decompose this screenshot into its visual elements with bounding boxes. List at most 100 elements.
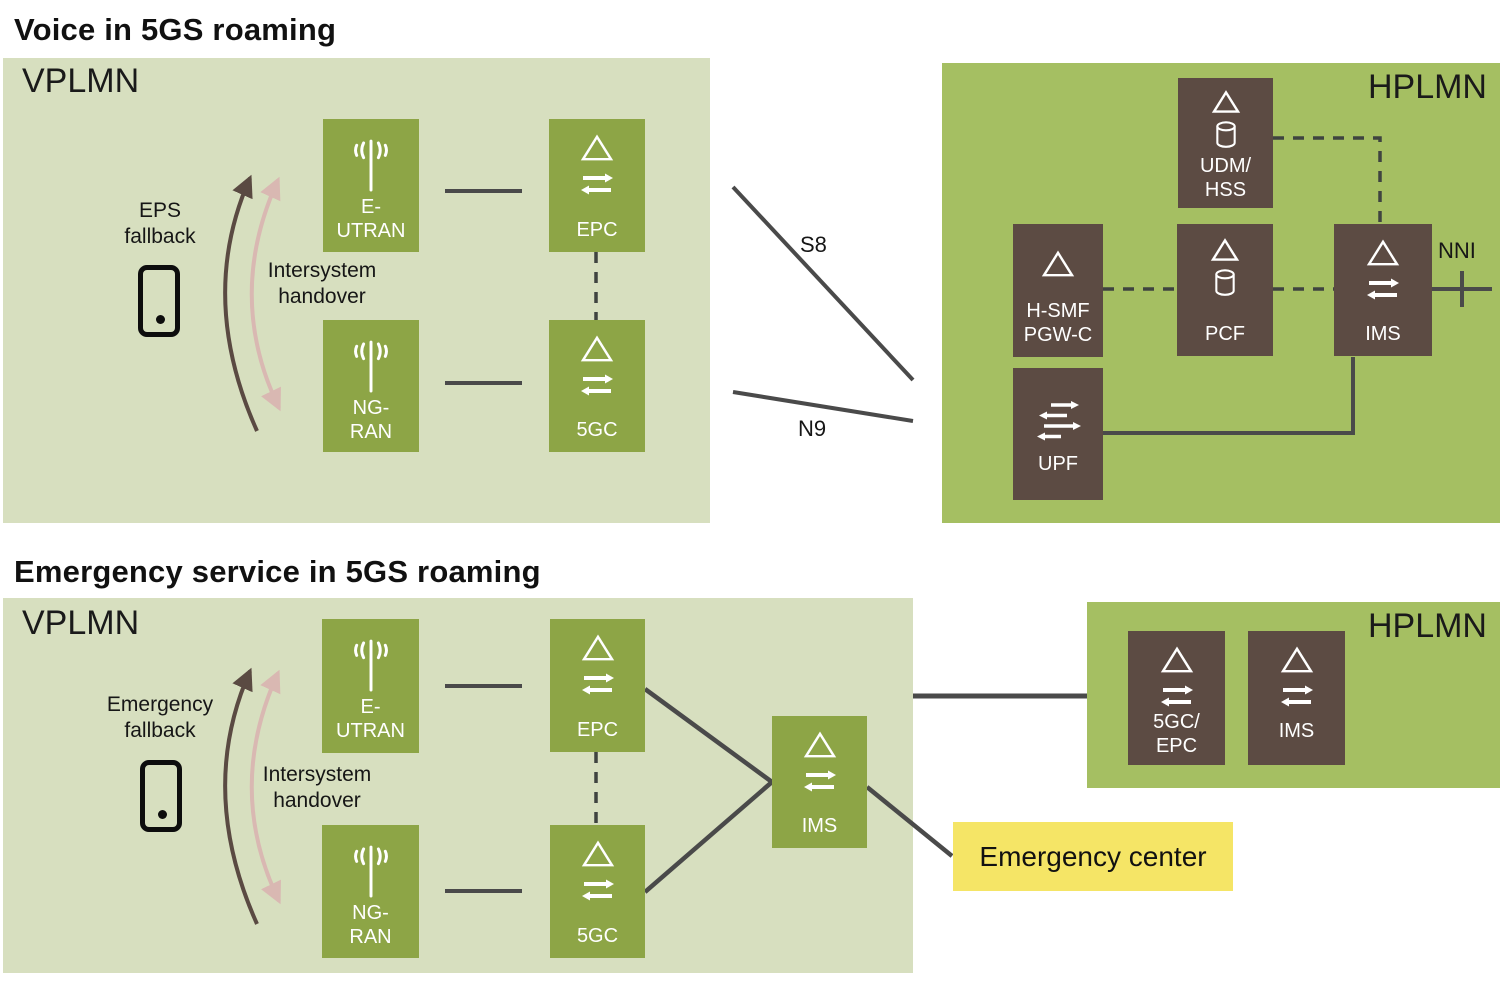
- node-upf: UPF: [1013, 368, 1103, 500]
- node-label: 5GC/ EPC: [1153, 711, 1200, 757]
- exchange-arrows-icon: [1280, 685, 1313, 707]
- node-icons: [1275, 646, 1319, 710]
- phone-home-dot: [157, 810, 167, 819]
- triangle-icon: [581, 634, 614, 661]
- node-label: H-SMF PGW-C: [1023, 300, 1093, 346]
- phone-home-dot: [155, 315, 165, 324]
- node-label: UPF: [1038, 453, 1078, 475]
- handover-line1: Intersystem: [262, 763, 372, 786]
- antenna-icon: [353, 639, 388, 692]
- triangle-icon: [1160, 646, 1193, 673]
- node-epc-voice: EPC: [549, 119, 645, 252]
- node-icons: [347, 137, 395, 195]
- triangle-icon: [1211, 90, 1240, 113]
- node-label: UDM/ HSS: [1199, 155, 1252, 201]
- node-icons: [576, 840, 620, 904]
- node-label: PCF: [1205, 323, 1245, 345]
- node-ngran-voice: NG- RAN: [323, 320, 419, 452]
- node-udm-hss: UDM/ HSS: [1178, 78, 1273, 208]
- node-ims-hplmn-voice: IMS: [1334, 224, 1432, 356]
- emergency-center-label: Emergency center: [979, 840, 1207, 872]
- node-label: E- UTRAN: [336, 696, 405, 742]
- eps-fallback-line2: fallback: [124, 225, 196, 248]
- antenna-icon: [354, 340, 388, 393]
- node-ngran-emergency: NG- RAN: [322, 825, 419, 958]
- node-epc-emergency: EPC: [550, 619, 645, 752]
- node-label: NG- RAN: [349, 397, 393, 443]
- node-label: E- UTRAN: [336, 196, 406, 242]
- node-icons: [1041, 250, 1075, 278]
- node-label: IMS: [1278, 720, 1315, 742]
- hplmn-label-voice: HPLMN: [1367, 68, 1487, 106]
- ue-phone-icon-2: [140, 760, 182, 832]
- node-label: NG- RAN: [349, 902, 392, 948]
- triangle-icon: [1210, 238, 1240, 261]
- node-icons: [576, 634, 620, 698]
- database-icon: [1215, 121, 1236, 148]
- node-icons: [575, 335, 619, 399]
- node-icons: [347, 843, 395, 901]
- eps-fallback-label: EPS fallback: [60, 198, 260, 250]
- title-emergency-roaming: Emergency service in 5GS roaming: [14, 554, 541, 589]
- vplmn-label-emergency: VPLMN: [22, 604, 140, 642]
- intersystem-handover-label: Intersystem handover: [212, 258, 432, 310]
- node-icons: [1155, 646, 1199, 710]
- node-eutran-voice: E- UTRAN: [323, 119, 419, 252]
- triangle-icon: [580, 134, 614, 161]
- exchange-arrows-icon: [1160, 685, 1193, 707]
- node-label: EPC: [576, 219, 618, 241]
- node-icons: [347, 338, 395, 396]
- exchange-arrows-icon: [581, 173, 613, 195]
- emergency-center-box: Emergency center: [953, 822, 1233, 891]
- antenna-icon: [354, 139, 388, 192]
- triangle-icon: [580, 335, 614, 362]
- handover-line2: handover: [278, 285, 366, 308]
- node-label: EPC: [576, 719, 619, 741]
- node-label: IMS: [801, 815, 838, 837]
- triangle-icon: [581, 840, 614, 867]
- node-ims-hplmn-emergency: IMS: [1248, 631, 1345, 765]
- exchange-arrows-icon: [803, 770, 836, 792]
- node-ims-vplmn-emergency: IMS: [772, 716, 867, 848]
- emergency-fallback-label: Emergency fallback: [60, 692, 260, 744]
- exchange-arrows-icon: [581, 673, 614, 695]
- user-plane-arrows-icon: [1037, 401, 1081, 441]
- handover-line2: handover: [273, 789, 361, 812]
- node-icons: [1211, 90, 1241, 150]
- node-icons: [1210, 238, 1240, 298]
- handover-line1: Intersystem: [267, 259, 377, 282]
- title-voice-roaming: Voice in 5GS roaming: [14, 12, 337, 47]
- nni-label: NNI: [1438, 238, 1476, 263]
- antenna-icon: [353, 845, 388, 898]
- vplmn-label-voice: VPLMN: [22, 62, 140, 100]
- intersystem-handover-label-2: Intersystem handover: [207, 762, 427, 814]
- s8-label: S8: [800, 232, 827, 257]
- node-icons: [1361, 239, 1405, 303]
- triangle-icon: [1041, 250, 1075, 277]
- n9-label: N9: [798, 416, 827, 441]
- eps-fallback-line1: EPS: [138, 199, 182, 222]
- node-label: 5GC: [576, 925, 619, 947]
- node-icons: [347, 637, 395, 695]
- node-eutran-emergency: E- UTRAN: [322, 619, 419, 753]
- triangle-icon: [1280, 646, 1313, 673]
- exchange-arrows-icon: [1367, 278, 1399, 300]
- node-5gc-voice: 5GC: [549, 320, 645, 452]
- triangle-icon: [1366, 239, 1400, 266]
- hplmn-label-emergency: HPLMN: [1367, 607, 1487, 645]
- node-5gc-epc-hplmn: 5GC/ EPC: [1128, 631, 1225, 765]
- exchange-arrows-icon: [581, 374, 613, 396]
- node-icons: [575, 134, 619, 198]
- node-icons: [1033, 398, 1083, 444]
- emergency-fallback-line1: Emergency: [106, 693, 214, 716]
- node-label: 5GC: [576, 419, 618, 441]
- node-5gc-emergency: 5GC: [550, 825, 645, 958]
- exchange-arrows-icon: [581, 879, 614, 901]
- link-s8: [731, 185, 915, 382]
- ue-phone-icon: [138, 265, 180, 337]
- triangle-icon: [803, 731, 836, 758]
- node-icons: [798, 731, 842, 795]
- node-label: IMS: [1365, 323, 1401, 345]
- emergency-fallback-line2: fallback: [124, 719, 196, 742]
